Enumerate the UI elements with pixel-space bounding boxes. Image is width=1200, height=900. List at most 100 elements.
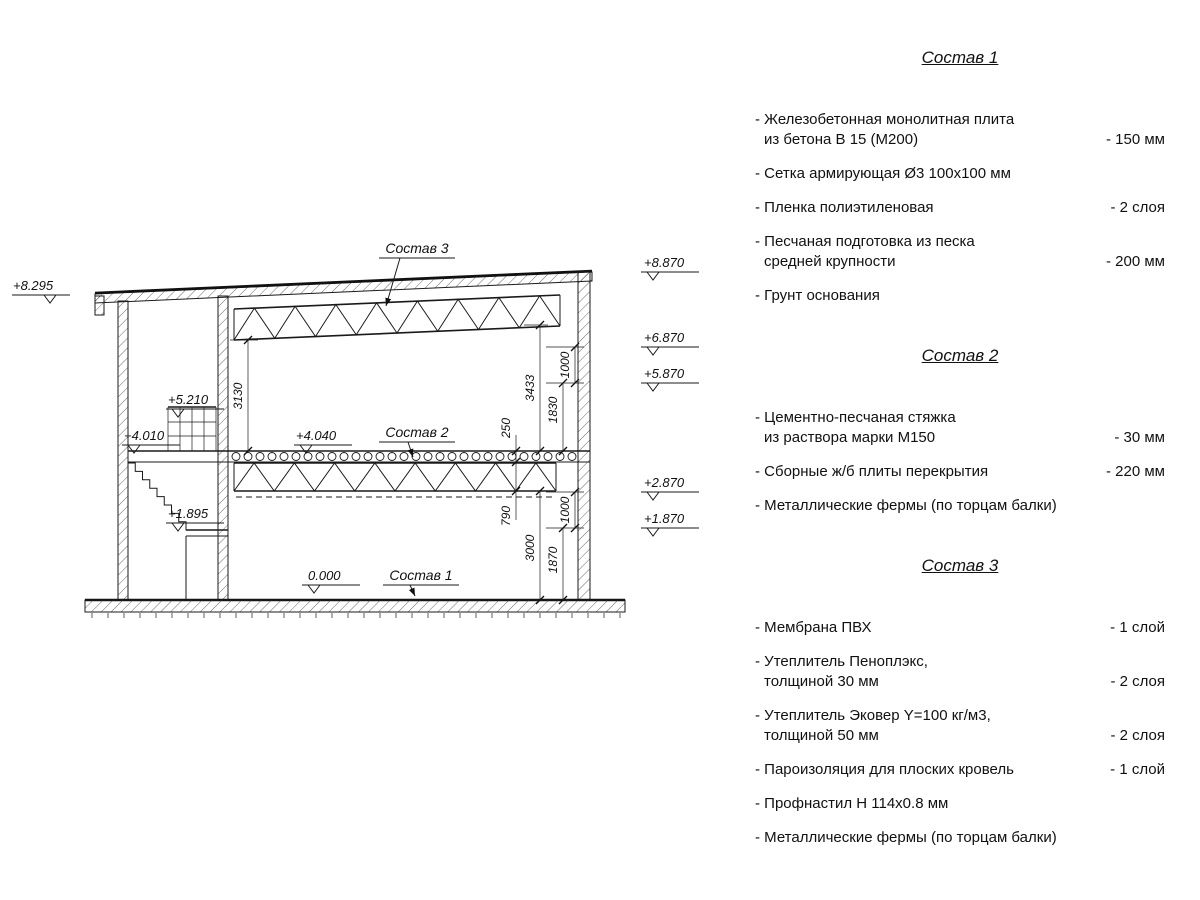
spec-value: - 2 слоя (1110, 673, 1165, 690)
spec-section-1: Состав 1 - Железобетонная монолитная пли… (755, 48, 1165, 306)
spec-value: - 220 мм (1106, 463, 1165, 480)
spec-item: - Сетка армирующая Ø3 100х100 мм (755, 164, 1165, 184)
spec-item: - Цементно-песчаная стяжка из раствора м… (755, 408, 1165, 448)
spec-value: - 1 слой (1110, 619, 1165, 636)
leader-sostav-2: Состав 2 (379, 424, 455, 458)
ground-floor-slab (84, 599, 626, 613)
specifications-column: Состав 1 - Железобетонная монолитная пли… (755, 48, 1165, 888)
spec-value: - 2 слоя (1110, 199, 1165, 216)
spec-item: - Утеплитель Пеноплэкс, толщиной 30 мм -… (755, 652, 1165, 692)
spec-value: - 30 мм (1114, 429, 1165, 446)
elevation-mark-ground: 0.000 (302, 568, 360, 594)
right-wall (577, 271, 591, 601)
dim-3130: 3130 (231, 382, 245, 409)
spec-title: Состав 2 (921, 346, 999, 365)
spec-item: - Песчаная подготовка из песка средней к… (755, 232, 1165, 272)
leader-sostav-1: Состав 1 (383, 567, 459, 597)
elevation-label: +6.870 (644, 330, 685, 345)
elevation-mark-6870: +6.870 (641, 330, 699, 356)
spec-line: - Железобетонная монолитная плита (755, 111, 1015, 128)
spec-item: - Железобетонная монолитная плита из бет… (755, 110, 1165, 150)
elevation-mark-2870: +2.870 (641, 475, 699, 501)
spec-line: из бетона В 15 (М200) (764, 131, 919, 148)
spec-line: - Цементно-песчаная стяжка (755, 409, 956, 426)
spec-line: - Песчаная подготовка из песка (755, 233, 975, 250)
spec-section-2: Состав 2 - Цементно-песчаная стяжка из р… (755, 346, 1165, 516)
hollow-core-slab (231, 452, 577, 461)
spec-section-3: Состав 3 - Мембрана ПВХ - 1 слой - Утепл… (755, 556, 1165, 848)
roof-edge-detail (94, 295, 105, 316)
spec-line: - Металлические фермы (по торцам балки) (755, 497, 1057, 514)
spec-item: - Грунт основания (755, 286, 1165, 306)
elevation-label: +8.295 (13, 278, 54, 293)
spec-line: - Сборные ж/б плиты перекрытия (755, 463, 989, 480)
elevation-label: +5.210 (168, 392, 209, 407)
elevation-mark-roof-left: +8.295 (12, 278, 70, 304)
dim-250: 250 (499, 418, 513, 439)
building-section-drawing: +8.295 +8.870 +6.870 +5.870 +2.870 (12, 240, 699, 618)
elevation-mark-roof-right: +8.870 (641, 255, 699, 281)
spec-line: из раствора марки М150 (764, 429, 936, 446)
elevation-marks: +8.295 +8.870 +6.870 +5.870 +2.870 (12, 255, 699, 594)
elevation-label: +1.895 (168, 506, 209, 521)
spec-line: - Металлические фермы (по торцам балки) (755, 829, 1057, 846)
dim-790: 790 (499, 506, 513, 526)
leader-label: Состав 3 (385, 240, 448, 256)
spec-line: - Утеплитель Эковер Y=100 кг/м3, (755, 707, 991, 724)
roof-truss (233, 294, 561, 341)
composition-leaders: Состав 3 Состав 2 Состав 1 (379, 240, 459, 597)
elevation-mark-1895: +1.895 (166, 506, 224, 532)
spec-value: - 2 слоя (1110, 727, 1165, 744)
elevation-mark-5210: +5.210 (166, 392, 224, 418)
leader-label: Состав 2 (385, 424, 448, 440)
dim-1000-lower: 1000 (558, 496, 572, 523)
elevation-label: +8.870 (644, 255, 685, 270)
spec-title: Состав 3 (921, 556, 999, 575)
spec-line: - Утеплитель Пеноплэкс, (755, 653, 928, 670)
floor-truss (233, 462, 557, 492)
spec-item: - Пароизоляция для плоских кровель - 1 с… (755, 760, 1165, 780)
left-wall (117, 300, 129, 601)
elevation-label: +5.870 (644, 366, 685, 381)
elevation-label: +1.870 (644, 511, 685, 526)
ground-hatch-ticks (91, 613, 621, 618)
spec-item: - Мембрана ПВХ - 1 слой (755, 618, 1165, 638)
spec-value: - 150 мм (1106, 131, 1165, 148)
spec-line: - Грунт основания (755, 287, 880, 304)
stair-wall (217, 295, 229, 601)
building-structure (84, 269, 626, 618)
spec-item: - Металлические фермы (по торцам балки) (755, 828, 1165, 848)
stair-flight (128, 462, 187, 531)
elevation-mark-5870: +5.870 (641, 366, 699, 392)
leader-sostav-3: Состав 3 (379, 240, 455, 307)
elevation-mark-4040: +4.040 (294, 428, 352, 454)
spec-item: - Утеплитель Эковер Y=100 кг/м3, толщино… (755, 706, 1165, 746)
elevation-mark-1870: +1.870 (641, 511, 699, 537)
leader-label: Состав 1 (389, 567, 452, 583)
dim-1870: 1870 (546, 546, 560, 573)
spec-value: - 1 слой (1110, 761, 1165, 778)
dim-1000-upper: 1000 (558, 351, 572, 378)
spec-line: средней крупности (764, 253, 896, 270)
roof-slab (94, 271, 593, 304)
spec-line: - Пароизоляция для плоских кровель (755, 761, 1014, 778)
dim-3433: 3433 (523, 374, 537, 401)
elevation-label: 0.000 (308, 568, 341, 583)
spec-line: толщиной 50 мм (764, 727, 879, 744)
spec-line: - Сетка армирующая Ø3 100х100 мм (755, 165, 1011, 182)
spec-line: - Профнастил Н 114х0.8 мм (755, 795, 949, 812)
elevation-mark-4010: +4.010 (122, 428, 180, 454)
spec-title: Состав 1 (921, 48, 999, 67)
elevation-label: +4.040 (296, 428, 337, 443)
dimension-chains: 3130 3433 250 790 3000 1830 1000 1870 10… (230, 320, 584, 605)
dim-3000: 3000 (523, 534, 537, 561)
spec-item: - Сборные ж/б плиты перекрытия - 220 мм (755, 462, 1165, 482)
dim-1830: 1830 (546, 396, 560, 423)
elevation-label: +2.870 (644, 475, 685, 490)
spec-line: толщиной 30 мм (764, 673, 879, 690)
spec-line: - Мембрана ПВХ (755, 619, 872, 636)
spec-item: - Металлические фермы (по торцам балки) (755, 496, 1165, 516)
elevation-label: +4.010 (124, 428, 165, 443)
spec-item: - Пленка полиэтиленовая - 2 слоя (755, 198, 1165, 218)
